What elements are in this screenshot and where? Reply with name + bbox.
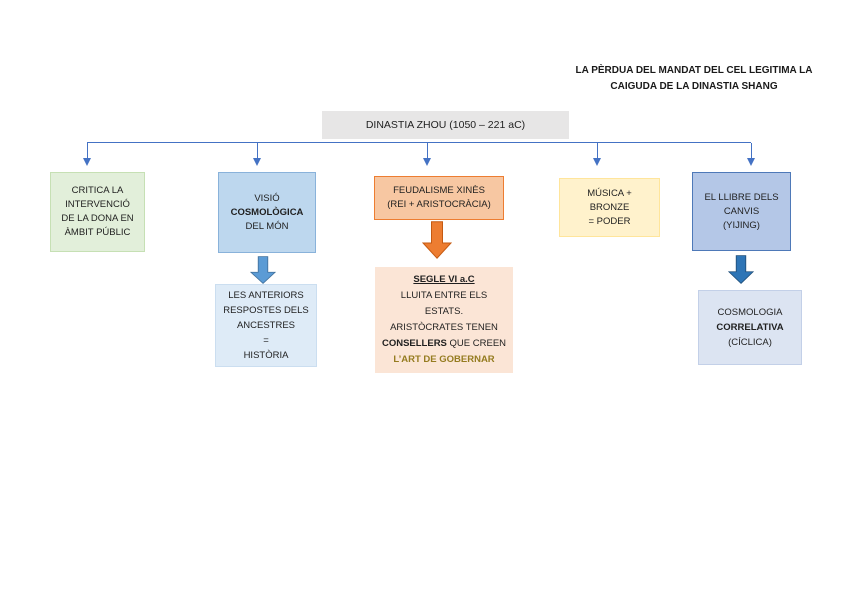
node-line: BRONZE (589, 201, 630, 213)
annotation-line-1: LA PÈRDUA DEL MANDAT DEL CEL LEGITIMA LA (575, 65, 813, 76)
connector-stub-3 (426, 143, 428, 159)
node-line: COSMOLOGIA (717, 307, 783, 318)
arrowhead-down-icon (82, 158, 91, 166)
connector-horizontal-line (87, 142, 751, 144)
connector-stub-1 (86, 143, 88, 159)
node-feudalisme-xines: FEUDALISME XINÈS (REI + ARISTOCRÀCIA) (374, 176, 504, 220)
node-line: FEUDALISME XINÈS (393, 185, 485, 196)
node-line-bold-segment: CONSELLERS (381, 338, 447, 349)
root-node-dinastia-zhou: DINASTIA ZHOU (1050 – 221 aC) (322, 111, 569, 139)
node-line: ANCESTRES (236, 320, 296, 331)
node-title: SEGLE VI a.C (413, 274, 475, 285)
node-line: (REI + ARISTOCRÀCIA) (387, 199, 491, 210)
arrowhead-down-icon (746, 158, 755, 166)
node-line: (YIJING) (723, 219, 760, 231)
connector-stub-4 (596, 143, 598, 159)
node-llibre-dels-canvis: EL LLIBRE DELS CANVIS (YIJING) (692, 172, 791, 251)
annotation-text: LA PÈRDUA DEL MANDAT DEL CEL LEGITIMA LA… (553, 63, 835, 95)
node-line: CRITICA LA (71, 185, 124, 196)
node-line-gold: L’ART DE GOBERNAR (393, 354, 495, 365)
node-line: LES ANTERIORS (228, 290, 304, 301)
node-line: MÚSICA + (587, 187, 632, 199)
node-line: DEL MÓN (245, 220, 289, 232)
node-line: ÀMBIT PÚBLIC (64, 227, 131, 238)
node-line-segment: QUE CREEN (446, 338, 507, 349)
node-line: = (263, 335, 269, 346)
node-line: RESPOSTES DELS (223, 305, 309, 316)
node-musica-bronze: MÚSICA + BRONZE = PODER (559, 178, 660, 237)
node-visio-cosmologica: VISIÓ COSMOLÒGICA DEL MÓN (218, 172, 316, 253)
connector-stub-2 (256, 143, 258, 159)
node-line: INTERVENCIÓ (65, 199, 130, 210)
arrowhead-down-icon (592, 158, 601, 166)
node-line: ARISTÒCRATES TENEN (390, 322, 498, 333)
node-segle-vi-ac: SEGLE VI a.C LLUITA ENTRE ELS ESTATS. AR… (375, 267, 513, 373)
node-critica-intervencio: CRITICA LA INTERVENCIÓ DE LA DONA EN ÀMB… (50, 172, 145, 252)
node-line: HISTÒRIA (243, 350, 289, 361)
node-line-bold: COSMOLÒGICA (230, 206, 304, 218)
node-line: = PODER (588, 215, 631, 227)
node-line: EL LLIBRE DELS (704, 191, 779, 203)
block-arrow-down-icon (422, 221, 452, 259)
node-respostes-ancestres: LES ANTERIORS RESPOSTES DELS ANCESTRES =… (215, 284, 317, 367)
node-line: ESTATS. (424, 306, 464, 317)
block-arrow-down-icon (728, 255, 754, 284)
annotation-line-2: CAIGUDA DE LA DINASTIA SHANG (610, 81, 778, 92)
node-cosmologia-correlativa: COSMOLOGIA CORRELATIVA (CÍCLICA) (698, 290, 802, 365)
node-line: VISIÓ (254, 192, 280, 204)
arrowhead-down-icon (422, 158, 431, 166)
node-line: LLUITA ENTRE ELS (400, 290, 488, 301)
block-arrow-down-icon (250, 256, 276, 284)
node-line: (CÍCLICA) (728, 337, 772, 348)
root-node-label: DINASTIA ZHOU (1050 – 221 aC) (365, 119, 526, 131)
node-line: DE LA DONA EN (61, 213, 134, 224)
connector-stub-5 (750, 143, 752, 159)
node-line-mixed: CONSELLERS QUE CREEN (382, 336, 506, 352)
node-line: CANVIS (723, 205, 760, 217)
node-line-bold: CORRELATIVA (716, 322, 784, 333)
arrowhead-down-icon (252, 158, 261, 166)
